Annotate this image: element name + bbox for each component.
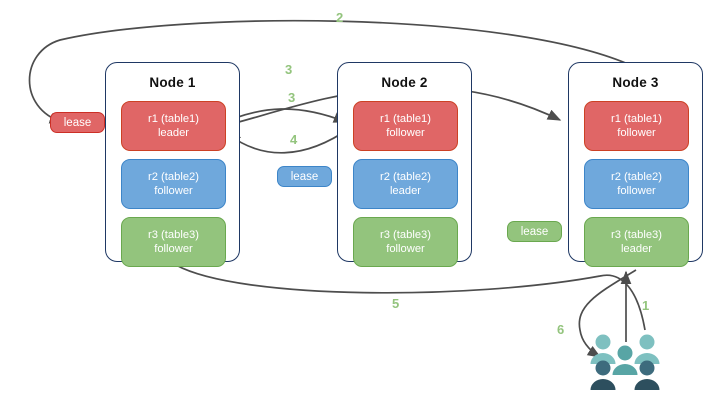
- replica-n1-r2[interactable]: r2 (table2) follower: [121, 159, 226, 209]
- replica-role: follower: [154, 243, 193, 255]
- node-title: Node 1: [149, 75, 196, 90]
- users-icon: [588, 333, 662, 395]
- node-title: Node 2: [381, 75, 428, 90]
- node-title: Node 3: [612, 75, 659, 90]
- replica-n2-r2[interactable]: r2 (table2) leader: [353, 159, 458, 209]
- replica-n3-r3[interactable]: r3 (table3) leader: [584, 217, 689, 267]
- node-container-2[interactable]: Node 2 r1 (table1) follower r2 (table2) …: [337, 62, 472, 267]
- replica-n2-r1[interactable]: r1 (table1) follower: [353, 101, 458, 151]
- replica-name: r1 (table1): [380, 113, 431, 125]
- replica-n3-r1[interactable]: r1 (table1) follower: [584, 101, 689, 151]
- replica-name: r3 (table3): [380, 229, 431, 241]
- replica-name: r3 (table3): [148, 229, 199, 241]
- arrow-step-5: [175, 264, 646, 331]
- step-label-5: 5: [392, 296, 400, 311]
- replica-role: follower: [617, 127, 656, 139]
- lease-badge-red[interactable]: lease: [50, 112, 105, 133]
- replica-name: r3 (table3): [611, 229, 662, 241]
- replica-name: r2 (table2): [380, 171, 431, 183]
- replica-n1-r3[interactable]: r3 (table3) follower: [121, 217, 226, 267]
- replica-role: leader: [620, 243, 653, 255]
- step-label-2: 2: [336, 10, 344, 25]
- replica-role: follower: [154, 185, 193, 197]
- replica-n2-r3[interactable]: r3 (table3) follower: [353, 217, 458, 267]
- replica-role: leader: [389, 185, 422, 197]
- arrow-step-4: [226, 127, 351, 154]
- replica-role: follower: [386, 127, 425, 139]
- replica-role: leader: [157, 127, 190, 139]
- step-label-4: 4: [290, 132, 298, 147]
- step-label-3-upper: 3: [285, 62, 293, 77]
- replica-name: r2 (table2): [611, 171, 662, 183]
- replica-name: r1 (table1): [148, 113, 199, 125]
- replica-n3-r2[interactable]: r2 (table2) follower: [584, 159, 689, 209]
- replica-name: r1 (table1): [611, 113, 662, 125]
- lease-badge-blue[interactable]: lease: [277, 166, 332, 187]
- step-label-6: 6: [557, 322, 565, 337]
- step-label-1: 1: [642, 298, 650, 313]
- step-label-3-lower: 3: [288, 90, 296, 105]
- replica-role: follower: [386, 243, 425, 255]
- replica-n1-r1[interactable]: r1 (table1) leader: [121, 101, 226, 151]
- node-container-3[interactable]: Node 3 r1 (table1) follower r2 (table2) …: [568, 62, 703, 267]
- replica-name: r2 (table2): [148, 171, 199, 183]
- node-container-1[interactable]: Node 1 r1 (table1) leader r2 (table2) fo…: [105, 62, 240, 267]
- replica-role: follower: [617, 185, 656, 197]
- lease-badge-green[interactable]: lease: [507, 221, 562, 242]
